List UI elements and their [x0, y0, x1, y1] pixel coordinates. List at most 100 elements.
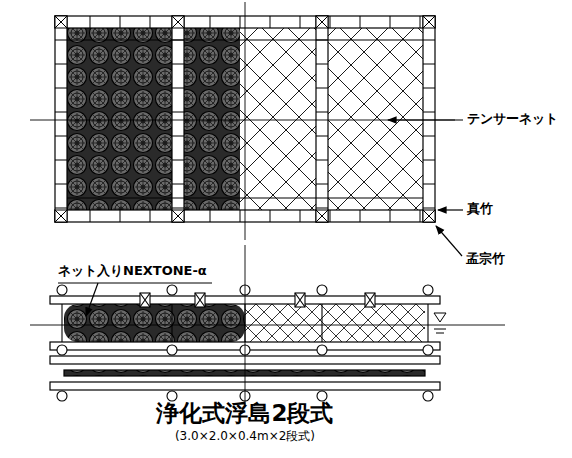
bamboo-end: [167, 285, 177, 295]
bamboo-node: [172, 112, 184, 113]
joint-box: [365, 293, 375, 307]
bamboo-node: [420, 16, 421, 28]
bamboo-node: [55, 136, 67, 137]
bamboo-node: [423, 160, 435, 161]
bamboo-node: [300, 16, 301, 28]
leader-line: [86, 283, 98, 316]
bamboo-end: [423, 285, 433, 295]
tensar-net: [328, 28, 423, 210]
bamboo-end: [423, 391, 433, 401]
bamboo-node: [120, 16, 121, 28]
bamboo-post: [61, 304, 62, 342]
bamboo-post: [321, 304, 322, 342]
bamboo-post: [427, 304, 428, 342]
bamboo-end: [167, 391, 177, 401]
bamboo-end: [423, 345, 433, 355]
bamboo-node: [316, 208, 328, 209]
bamboo-end: [57, 391, 67, 401]
bamboo-node: [420, 210, 421, 222]
joint-box: [55, 16, 67, 28]
joint-box: [423, 210, 435, 222]
joint-box: [316, 210, 328, 222]
bamboo-node: [240, 210, 241, 222]
bamboo-node: [55, 112, 67, 113]
joint-box: [195, 293, 205, 307]
bamboo-node: [423, 88, 435, 89]
bamboo-node: [423, 40, 435, 41]
bamboo-node: [55, 40, 67, 41]
bamboo-node: [90, 210, 91, 222]
bamboo-node: [210, 16, 211, 28]
bamboo-node: [55, 64, 67, 65]
bamboo-node: [423, 112, 435, 113]
bamboo-node: [240, 16, 241, 28]
tensar-net-side: [245, 304, 425, 342]
nextone-side: [64, 304, 245, 342]
bamboo-node: [172, 160, 184, 161]
leader-line: [438, 209, 463, 210]
bamboo-end: [57, 345, 67, 355]
bamboo-node: [172, 88, 184, 89]
joint-mark: [295, 293, 305, 307]
bamboo-node: [390, 210, 391, 222]
bamboo-node: [172, 136, 184, 137]
bamboo-node: [360, 16, 361, 28]
nextone-fill: [184, 28, 240, 210]
callout-label: ネット入りNEXTONE-α: [58, 264, 207, 279]
bamboo-node: [55, 208, 67, 209]
water-level-symbol: [434, 313, 446, 333]
bamboo-end: [317, 391, 327, 401]
bamboo-node: [330, 210, 331, 222]
callout-label: テンサーネット: [467, 112, 558, 127]
bamboo-node: [316, 88, 328, 89]
bamboo-node: [423, 136, 435, 137]
bamboo-node: [423, 208, 435, 209]
bamboo-node: [150, 16, 151, 28]
joint-box: [172, 16, 184, 28]
bamboo-node: [55, 184, 67, 185]
label-underline: [58, 283, 212, 284]
bamboo-node: [90, 16, 91, 28]
bamboo-node: [390, 16, 391, 28]
bamboo-end: [317, 345, 327, 355]
bamboo-node: [172, 40, 184, 41]
bamboo-end: [317, 285, 327, 295]
bamboo-node: [150, 210, 151, 222]
diagram-caption: (3.0×2.0×0.4m×2段式): [175, 430, 315, 444]
bamboo-node: [120, 210, 121, 222]
bamboo-node: [300, 210, 301, 222]
joint-mark: [140, 293, 150, 307]
bamboo-node: [423, 64, 435, 65]
bamboo-node: [172, 208, 184, 209]
joint-box: [140, 293, 150, 307]
bamboo-node: [316, 160, 328, 161]
bamboo-node: [316, 112, 328, 113]
bamboo-node: [316, 64, 328, 65]
bamboo-node: [55, 88, 67, 89]
bamboo-node: [423, 184, 435, 185]
joint-mark: [195, 293, 205, 307]
joint-box: [423, 16, 435, 28]
leader-line: [436, 226, 462, 256]
bamboo-end: [167, 345, 177, 355]
bamboo-node: [172, 64, 184, 65]
tensar-net: [240, 28, 316, 210]
bamboo-node: [55, 160, 67, 161]
diagram-title: 浄化式浮島2段式: [156, 400, 333, 426]
joint-box: [55, 210, 67, 222]
bamboo-node: [270, 16, 271, 28]
bamboo-node: [360, 210, 361, 222]
bamboo-node: [316, 40, 328, 41]
joint-box: [172, 210, 184, 222]
nextone-fill: [67, 28, 172, 210]
bamboo-end: [57, 285, 67, 295]
joint-box: [295, 293, 305, 307]
bamboo-node: [316, 136, 328, 137]
bamboo-node: [316, 184, 328, 185]
leader-line: [388, 119, 463, 120]
water-level: [30, 325, 505, 326]
bamboo-node: [210, 210, 211, 222]
joint-box: [316, 16, 328, 28]
